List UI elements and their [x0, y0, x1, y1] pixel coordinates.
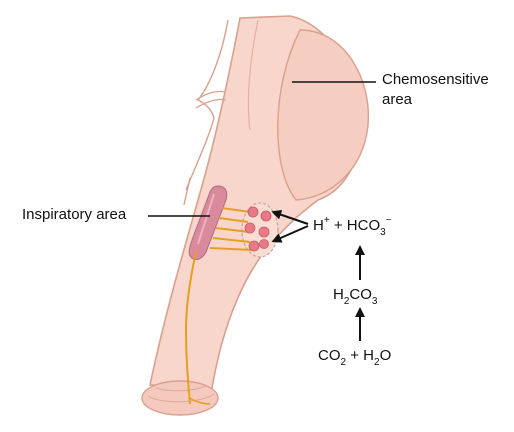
inspiratory-area-highlight	[197, 193, 215, 245]
chemosensitive-area-label: Chemosensitive area	[382, 70, 489, 110]
eq-top-hco3-charge: −	[385, 215, 392, 226]
eq-top-plus: + HCO	[329, 217, 381, 234]
eq-bot-co: CO	[318, 347, 341, 364]
eq-top-h: H	[313, 217, 324, 234]
neuron-5	[248, 240, 260, 252]
chemosensitive-neurons	[244, 206, 272, 252]
eq-top-h-charge: +	[323, 215, 330, 226]
spinal-cut-detail	[147, 385, 215, 403]
eq-mid-co: CO	[349, 286, 372, 303]
eq-bot-h-sub: 2	[374, 357, 380, 368]
peduncle-notch	[195, 90, 227, 109]
descending-fiber	[184, 251, 197, 405]
neuron-6	[259, 239, 269, 249]
neuron-1	[247, 206, 259, 218]
eq-bot-o: O	[379, 347, 392, 364]
ventral-groove	[183, 177, 191, 206]
hydrogen-bicarbonate-equation: H+ + HCO3−	[313, 215, 392, 238]
eq-bot-co-sub: 2	[340, 357, 347, 368]
neuron-4	[258, 226, 270, 238]
carbonic-acid-equation: H2CO3	[333, 286, 378, 307]
pons-bulge	[277, 29, 370, 201]
eq-mid-h: H	[333, 286, 344, 303]
eq-top-hco3-sub: 3	[380, 227, 386, 238]
eq-mid-h-sub: 2	[343, 296, 350, 307]
chemosensitive-label-line1: Chemosensitive	[382, 71, 489, 88]
co2-water-equation: CO2 + H2O	[318, 347, 392, 368]
eq-bot-plus: + H	[346, 347, 374, 364]
fiber-branch	[189, 397, 211, 405]
arrow-to-neurons-lower	[271, 225, 309, 243]
arrow-to-neurons-upper	[271, 209, 309, 225]
neuron-3	[244, 222, 256, 234]
eq-mid-co-sub: 3	[371, 296, 378, 307]
connecting-fibers	[209, 207, 253, 251]
chemosensitive-label-line2: area	[382, 91, 413, 108]
neuron-2	[260, 210, 272, 222]
peduncle-outline	[185, 19, 229, 191]
inspiratory-area-label: Inspiratory area	[22, 206, 127, 223]
pons-groove	[247, 19, 259, 131]
